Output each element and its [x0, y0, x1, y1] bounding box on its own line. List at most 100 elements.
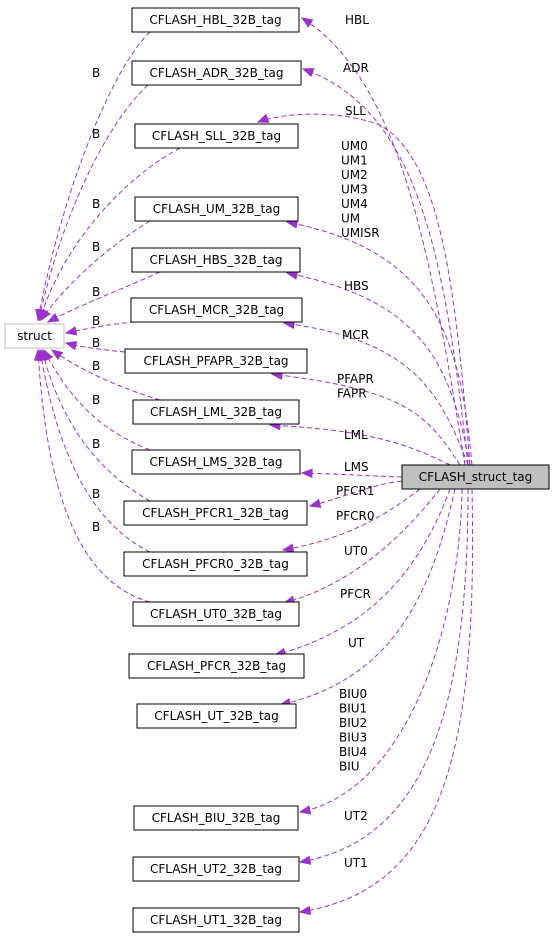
node-um-label: CFLASH_UM_32B_tag — [153, 202, 280, 216]
node-ut1-label: CFLASH_UT1_32B_tag — [150, 913, 282, 927]
node-adr-box — [131, 60, 302, 86]
inheritance-arrowhead-pfapr — [64, 341, 78, 351]
member-edge-hbs — [286, 272, 471, 466]
member-label-pfapr: PFAPR — [337, 372, 374, 386]
node-lml[interactable]: CFLASH_LML_32B_tag — [132, 399, 300, 425]
inheritance-arrowhead-um — [40, 308, 51, 322]
node-ut2-label: CFLASH_UT2_32B_tag — [150, 862, 282, 876]
member-label-um: UM4 — [341, 197, 368, 211]
node-biu-box — [133, 805, 299, 831]
member-label-ut2: UT2 — [344, 809, 368, 823]
node-lms[interactable]: CFLASH_LMS_32B_tag — [131, 449, 301, 475]
node-pfcr1[interactable]: CFLASH_PFCR1_32B_tag — [123, 500, 308, 526]
inheritance-edge-mcr — [65, 321, 136, 334]
node-adr[interactable]: CFLASH_ADR_32B_tag — [131, 60, 302, 86]
member-label-lml: LML — [344, 428, 368, 442]
inheritance-label-lml: B — [92, 359, 100, 373]
node-struct-box — [4, 323, 65, 349]
node-struct[interactable]: struct — [4, 323, 65, 349]
node-ut0[interactable]: CFLASH_UT0_32B_tag — [132, 601, 300, 627]
node-ut[interactable]: CFLASH_UT_32B_tag — [136, 703, 297, 729]
node-lms-box — [131, 449, 301, 475]
member-label-biu: BIU — [339, 760, 360, 774]
inheritance-label-um: B — [92, 240, 100, 254]
inheritance-arrowhead-ut0 — [33, 348, 44, 361]
node-mcr-label: CFLASH_MCR_32B_tag — [149, 303, 284, 317]
node-lms-label: CFLASH_LMS_32B_tag — [150, 455, 283, 469]
inheritance-label-pfcr0: B — [92, 487, 100, 501]
member-label-um: UM — [341, 212, 360, 226]
member-edge-pfcr — [274, 488, 451, 656]
member-label-um: UM3 — [341, 183, 368, 197]
inheritance-edge-pfcr0 — [39, 349, 151, 553]
node-sll[interactable]: CFLASH_SLL_32B_tag — [134, 123, 299, 149]
member-label-pfcr: PFCR — [340, 587, 371, 601]
inheritance-arrowhead-hbs — [46, 312, 60, 323]
inheritance-edge-lms — [43, 349, 151, 451]
member-label-um: UM1 — [341, 154, 368, 168]
member-arrowhead-ut1 — [298, 905, 312, 916]
member-edge-ut — [279, 488, 456, 706]
node-hbl[interactable]: CFLASH_HBL_32B_tag — [131, 7, 300, 33]
member-label-pfapr: FAPR — [337, 387, 367, 401]
member-edge-pfcr0 — [282, 488, 421, 551]
inheritance-edge-hbs — [47, 271, 161, 323]
node-ut-box — [136, 703, 297, 729]
node-ut2[interactable]: CFLASH_UT2_32B_tag — [132, 856, 300, 882]
node-sll-box — [134, 123, 299, 149]
member-label-hbs: HBS — [344, 279, 369, 293]
inheritance-edge-lml — [51, 349, 161, 401]
node-adr-label: CFLASH_ADR_32B_tag — [149, 66, 283, 80]
member-label-um: UMISR — [341, 226, 380, 240]
inheritance-arrowhead-mcr — [64, 326, 78, 336]
node-root-box — [401, 464, 550, 490]
member-label-pfcr1: PFCR1 — [336, 484, 375, 498]
node-root-label: CFLASH_struct_tag — [419, 470, 533, 484]
member-arrowhead-pfcr0 — [281, 543, 295, 553]
member-edge-adr — [302, 68, 469, 466]
inheritance-edge-um — [40, 220, 151, 321]
member-arrowhead-sll — [256, 113, 270, 123]
node-pfapr[interactable]: CFLASH_PFAPR_32B_tag — [124, 348, 308, 374]
node-pfapr-box — [124, 348, 308, 374]
node-ut1[interactable]: CFLASH_UT1_32B_tag — [132, 907, 300, 933]
member-label-biu: BIU0 — [339, 687, 367, 701]
member-edge-ut1 — [299, 488, 474, 913]
inheritance-label-sll: B — [92, 197, 100, 211]
inheritance-label-ut0: B — [92, 520, 100, 534]
member-arrowhead-hbl — [300, 17, 314, 28]
node-hbs[interactable]: CFLASH_HBS_32B_tag — [131, 247, 301, 273]
node-pfcr[interactable]: CFLASH_PFCR_32B_tag — [128, 653, 305, 679]
node-um[interactable]: CFLASH_UM_32B_tag — [134, 196, 299, 222]
node-hbs-label: CFLASH_HBS_32B_tag — [150, 253, 283, 267]
node-mcr-box — [130, 297, 303, 323]
member-arrowhead-lms — [300, 468, 313, 479]
node-ut1-box — [132, 907, 300, 933]
inheritance-label-adr: B — [92, 127, 100, 141]
node-pfcr0-label: CFLASH_PFCR0_32B_tag — [142, 557, 289, 571]
member-label-biu: BIU1 — [339, 702, 367, 716]
node-pfcr1-label: CFLASH_PFCR1_32B_tag — [142, 506, 289, 520]
member-label-um: UM0 — [341, 139, 368, 153]
node-pfcr-box — [128, 653, 305, 679]
node-pfcr1-box — [123, 500, 308, 526]
member-label-ut0: UT0 — [344, 544, 368, 558]
node-root[interactable]: CFLASH_struct_tag — [401, 464, 550, 490]
member-edge-biu — [299, 488, 463, 813]
node-pfcr0[interactable]: CFLASH_PFCR0_32B_tag — [123, 551, 308, 577]
member-label-lms: LMS — [344, 460, 369, 474]
inheritance-label-pfapr: B — [92, 336, 100, 350]
nodes-layer: struct CFLASH_HBL_32B_tagCFLASH_ADR_32B_t… — [4, 7, 550, 933]
node-um-box — [134, 196, 299, 222]
node-biu[interactable]: CFLASH_BIU_32B_tag — [133, 805, 299, 831]
node-ut-label: CFLASH_UT_32B_tag — [154, 709, 278, 723]
node-ut2-box — [132, 856, 300, 882]
node-struct-label: struct — [17, 329, 52, 343]
node-mcr[interactable]: CFLASH_MCR_32B_tag — [130, 297, 303, 323]
member-label-pfcr0: PFCR0 — [336, 509, 375, 523]
inheritance-edge-adr — [38, 84, 149, 321]
node-pfapr-label: CFLASH_PFAPR_32B_tag — [143, 354, 288, 368]
member-label-ut1: UT1 — [344, 856, 368, 870]
member-edge-lms — [301, 472, 403, 478]
